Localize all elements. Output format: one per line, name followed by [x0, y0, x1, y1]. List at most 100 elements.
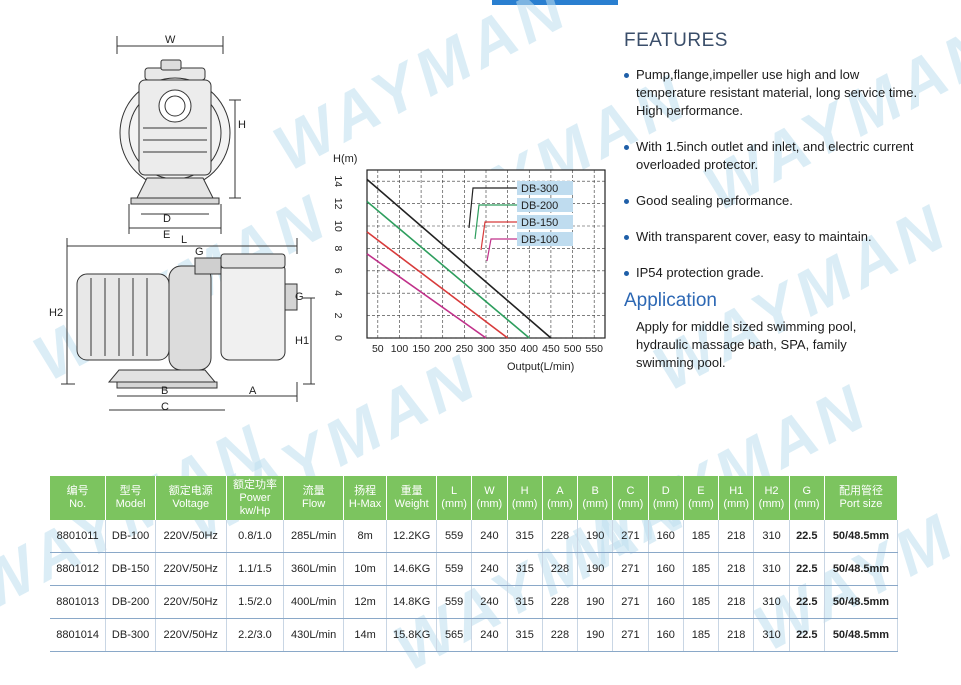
header-text: Flow: [301, 498, 326, 510]
header-text: B: [591, 485, 599, 497]
chart-y-tick-label: 10: [332, 220, 344, 232]
table-cell: 218: [718, 520, 755, 553]
chart-y-tick-label: 8: [332, 245, 344, 251]
table-cell: 8801014: [50, 618, 107, 652]
header-text: C: [626, 485, 635, 497]
table-cell: 50/48.5mm: [824, 585, 899, 619]
dim-w: W: [165, 34, 176, 46]
table-header-cell: H1(mm): [718, 476, 755, 520]
chart-legend-label: DB-300: [521, 183, 558, 195]
dim-b: B: [161, 385, 168, 397]
table-header-cell: A(mm): [542, 476, 579, 520]
table-cell: 271: [612, 585, 649, 619]
feature-item: Good sealing performance.: [624, 192, 926, 210]
table-header-cell: C(mm): [612, 476, 649, 520]
chart-legend-label: DB-100: [521, 234, 558, 246]
table-cell: 240: [471, 618, 508, 652]
feature-text: With transparent cover, easy to maintain…: [636, 229, 872, 244]
table-cell: 315: [507, 552, 543, 586]
chart-y-tick-label: 14: [332, 175, 344, 187]
table-cell: 271: [612, 520, 649, 553]
table-cell: 190: [577, 585, 614, 619]
chart-y-tick-label: 2: [332, 313, 344, 319]
header-text: Weight: [394, 498, 429, 510]
chart-legend-leader: [486, 238, 517, 262]
bullet-icon: [624, 73, 629, 78]
table-header-cell: W(mm): [471, 476, 508, 520]
table-cell: 315: [507, 520, 543, 553]
table-cell: 15.8KG: [386, 618, 437, 652]
table-cell: 559: [436, 552, 473, 586]
header-text: H: [520, 485, 529, 497]
header-text: 编号: [66, 485, 89, 497]
chart-x-tick-label: 300: [477, 343, 495, 355]
table-cell: 360L/min: [283, 552, 344, 586]
table-cell: 1.1/1.5: [226, 552, 285, 586]
table-cell: 190: [577, 618, 614, 652]
feature-text: With 1.5inch outlet and inlet, and elect…: [636, 139, 914, 172]
header-text: Port size: [839, 498, 883, 510]
chart-y-tick-label: 4: [332, 290, 344, 296]
table-cell: DB-300: [105, 618, 156, 652]
header-text: (mm): [688, 498, 714, 510]
pump-front-view-drawing: W H D E: [116, 34, 246, 241]
table-cell: 185: [683, 585, 720, 619]
table-cell: 14.8KG: [386, 585, 437, 619]
header-text: 流量: [302, 485, 325, 497]
table-cell: 218: [718, 585, 755, 619]
chart-x-tick-label: 200: [434, 343, 452, 355]
chart-ylabel: H(m): [333, 153, 357, 165]
table-cell: 185: [683, 520, 720, 553]
table-cell: 50/48.5mm: [824, 520, 899, 553]
table-cell: 400L/min: [283, 585, 344, 619]
chart-x-tick-label: 150: [412, 343, 430, 355]
table-header-cell: H(mm): [507, 476, 543, 520]
top-accent-bar: [492, 0, 618, 5]
chart-legend-box: [517, 181, 573, 195]
table-cell: 12m: [343, 585, 388, 619]
chart-xlabel: Output(L/min): [507, 361, 574, 373]
table-cell: 310: [753, 585, 790, 619]
table-cell: 228: [542, 618, 579, 652]
table-cell: 10m: [343, 552, 388, 586]
chart-x-tick-label: 100: [391, 343, 409, 355]
bullet-icon: [624, 235, 629, 240]
table-cell: 185: [683, 618, 720, 652]
table-cell: 160: [648, 520, 684, 553]
table-cell: 220V/50Hz: [155, 585, 227, 619]
dim-h2: H2: [49, 307, 63, 319]
chart-legend-box: [517, 232, 573, 246]
table-cell: 22.5: [789, 520, 825, 553]
table-cell: 228: [542, 585, 579, 619]
header-text: 额定电源: [168, 485, 213, 497]
chart-x-tick-label: 50: [372, 343, 384, 355]
header-text: (mm): [758, 498, 785, 510]
table-cell: DB-150: [105, 552, 156, 586]
feature-item: Pump,flange,impeller use high and low te…: [624, 66, 926, 120]
header-text: (mm): [476, 498, 503, 510]
chart-legend-box: [517, 198, 573, 212]
table-cell: 271: [612, 618, 649, 652]
chart-series-line: [366, 231, 509, 339]
chart-series-line: [366, 253, 487, 339]
table-cell: 240: [471, 552, 508, 586]
header-text: W: [484, 485, 495, 497]
table-cell: 315: [507, 585, 543, 619]
table-cell: 50/48.5mm: [824, 552, 899, 586]
table-header-cell: L(mm): [436, 476, 473, 520]
header-text: kw/Hp: [239, 504, 271, 517]
table-cell: 218: [718, 552, 755, 586]
header-text: (mm): [441, 498, 467, 510]
table-cell: 315: [507, 618, 543, 652]
